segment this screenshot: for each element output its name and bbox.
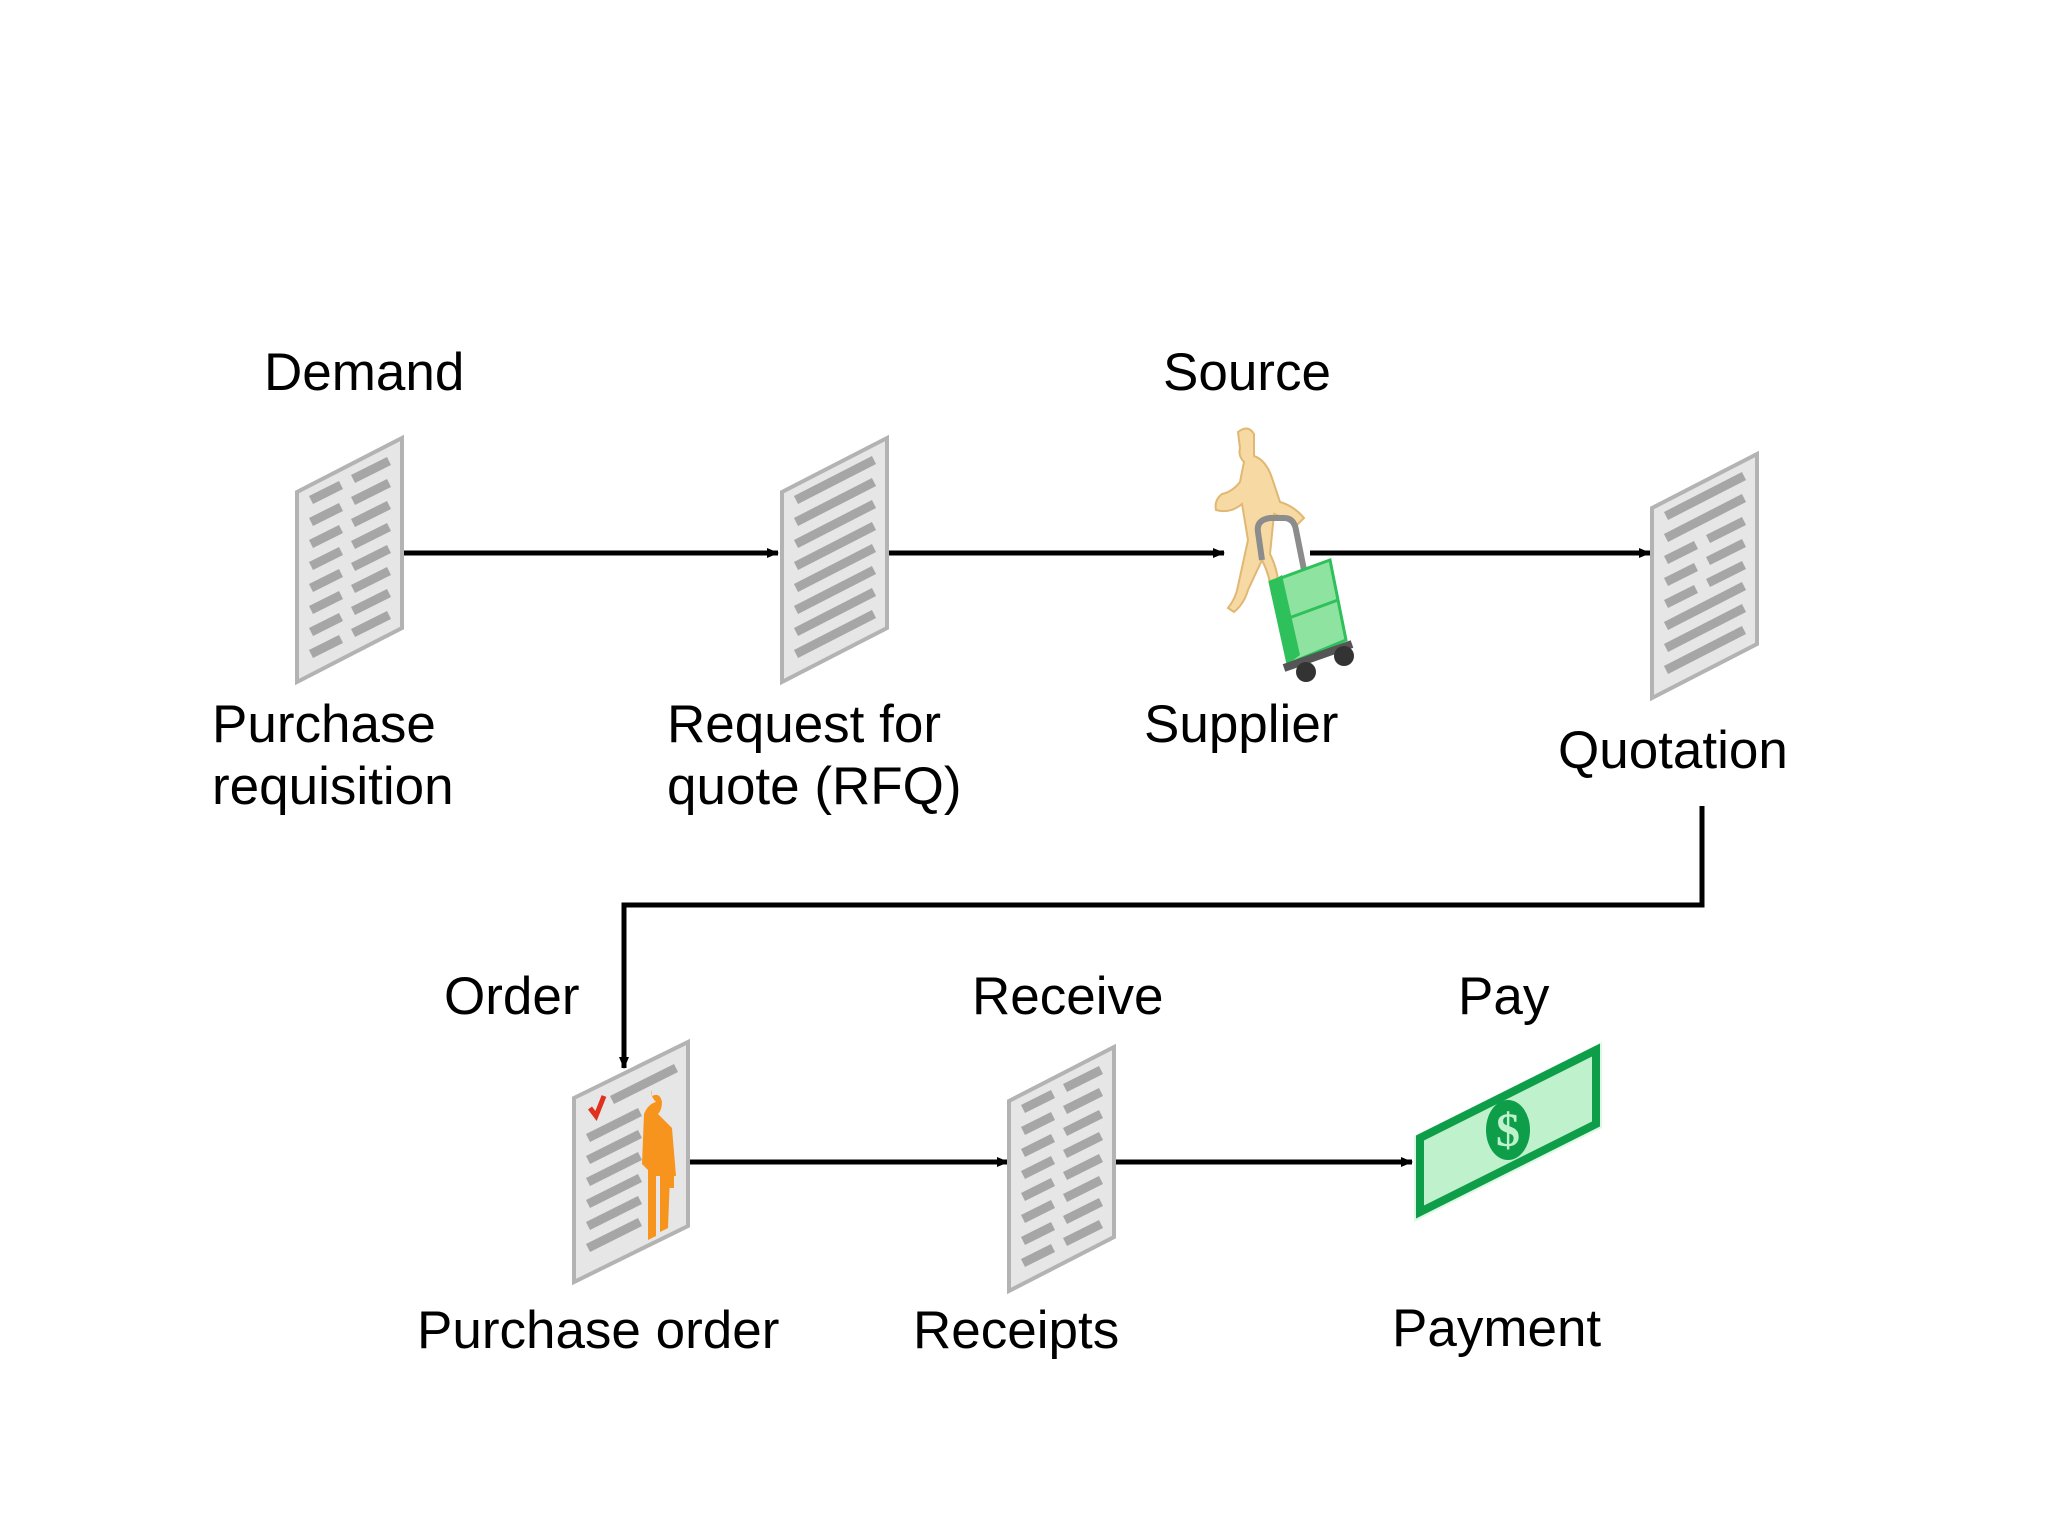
receipts-document-icon (1009, 1047, 1114, 1291)
payment-label: Payment (1392, 1299, 1602, 1358)
purchase-order-label: Purchase order (417, 1301, 780, 1360)
purchase-requisition-document-icon (297, 438, 402, 682)
rfq-document-icon (782, 438, 887, 682)
svg-text:$: $ (1496, 1104, 1520, 1157)
dollar-bill-icon: $ (1414, 1042, 1602, 1222)
stage-pay-label: Pay (1458, 967, 1550, 1026)
check-mark-icon (588, 1095, 607, 1122)
businessman-icon (642, 1090, 676, 1240)
quotation-label: Quotation (1558, 721, 1788, 780)
purchase-requisition-label: Purchase requisition (212, 695, 454, 816)
purchase-order-document-icon (572, 1038, 690, 1286)
stage-source-label: Source (1163, 343, 1331, 402)
stage-demand-label: Demand (264, 343, 465, 402)
arrow-quotation-to-purchase-order (619, 806, 1705, 1069)
supplier-label: Supplier (1144, 695, 1339, 754)
supplier-with-hand-truck-icon (1214, 427, 1354, 682)
rfq-label: Request for quote (RFQ) (667, 695, 962, 816)
receipts-label: Receipts (913, 1301, 1120, 1360)
stage-order-label: Order (444, 967, 580, 1026)
stage-receive-label: Receive (972, 967, 1164, 1026)
quotation-document-icon (1652, 454, 1757, 698)
